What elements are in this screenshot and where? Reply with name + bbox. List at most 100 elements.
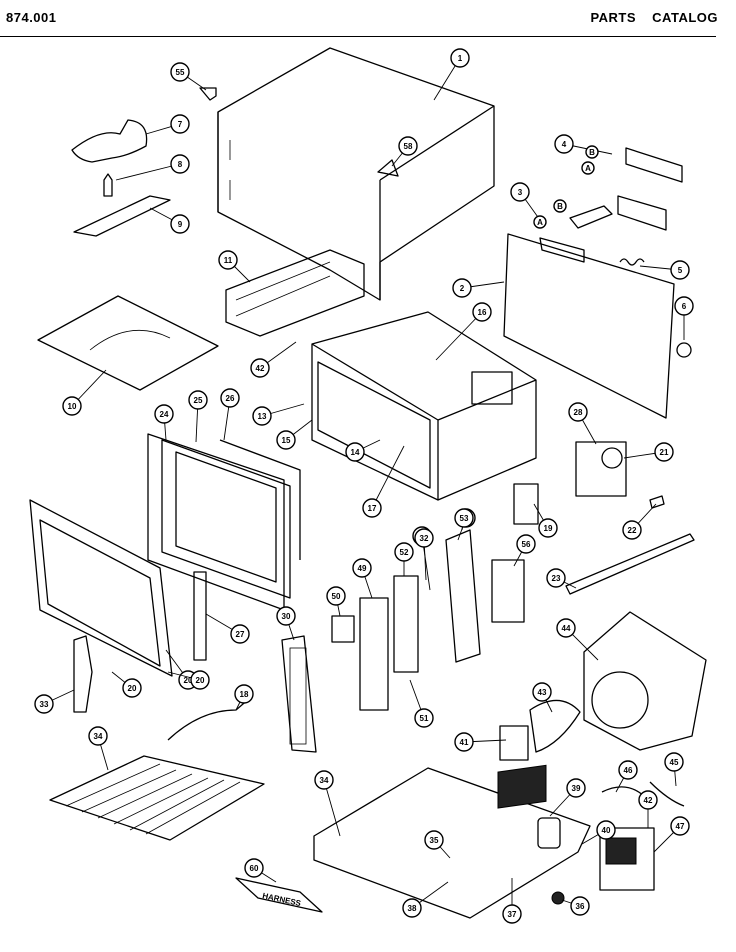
callout-bubble: [532, 682, 552, 702]
callout-32: 32: [414, 528, 434, 581]
callout-60: 60: [244, 858, 277, 883]
air-duct: [225, 249, 365, 337]
callout-49: 49: [352, 558, 373, 599]
door-frame-25: [161, 439, 291, 599]
grill-tray: [49, 755, 265, 841]
callout-number: 50: [332, 592, 341, 601]
callout-number: 10: [68, 402, 77, 411]
back-panel: [503, 233, 675, 419]
callout-leader: [435, 311, 483, 361]
callout-number: 38: [408, 904, 417, 913]
header-rule: [0, 36, 716, 37]
callout-1: 1: [433, 48, 470, 101]
magnetron: [575, 441, 627, 497]
callout-number: 26: [226, 394, 235, 403]
callout-number: 30: [282, 612, 291, 621]
knob-6: [676, 342, 692, 358]
svg-text:B: B: [557, 202, 563, 211]
latch-bracket: [73, 635, 93, 713]
callout-bubble: [452, 278, 472, 298]
callout-number: 17: [368, 504, 377, 513]
callout-bubble: [345, 442, 365, 462]
callout-8: 8: [115, 154, 190, 181]
door-choke-26: [219, 439, 301, 560]
callout-bubble: [34, 694, 54, 714]
callout-16: 16: [435, 302, 492, 361]
callout-bubble: [88, 726, 108, 746]
callout-5: 5: [639, 260, 690, 280]
callout-number: 58: [404, 142, 413, 151]
callout-bubble: [424, 830, 444, 850]
callout-20: 20: [167, 670, 210, 690]
callout-bubble: [664, 752, 684, 772]
callout-number: 23: [552, 574, 561, 583]
callout-bubble: [154, 404, 174, 424]
callout-46: 46: [615, 760, 638, 793]
callout-38: 38: [402, 881, 449, 918]
callout-33: 33: [34, 689, 75, 714]
callout-bubble: [352, 558, 372, 578]
callout-11: 11: [218, 250, 251, 283]
callout-55: 55: [170, 62, 207, 91]
callout-bubble: [570, 896, 590, 916]
callout-bubble: [170, 114, 190, 134]
callout-15: 15: [276, 419, 313, 450]
callout-bubble: [510, 182, 530, 202]
callout-number: 19: [544, 524, 553, 533]
harness: [235, 877, 323, 913]
callout-bubble: [326, 586, 346, 606]
callout-number: 21: [660, 448, 669, 457]
relay-19: [513, 483, 539, 525]
callout-bubble: [670, 260, 690, 280]
callout-bubble: [170, 214, 190, 234]
callout-number: 53: [460, 514, 469, 523]
callout-3: 3: [510, 182, 541, 221]
callout-bubble: [502, 904, 522, 924]
callout-number: 25: [194, 396, 203, 405]
circuit-board: [491, 559, 525, 623]
sub-label-B: B: [553, 199, 567, 213]
callout-34: 34: [314, 770, 341, 837]
callout-34: 34: [88, 726, 109, 771]
callout-39: 39: [549, 778, 586, 817]
callout-bubble: [472, 302, 492, 322]
callout-bubble: [568, 402, 588, 422]
callout-23: 23: [546, 568, 577, 589]
callout-bubble: [622, 520, 642, 540]
callout-number: 15: [282, 436, 291, 445]
callout-number: 11: [224, 256, 233, 265]
callout-bubble: [596, 820, 616, 840]
callout-number: 44: [562, 624, 571, 633]
callout-number: 20: [128, 684, 137, 693]
callout-number: 39: [572, 784, 581, 793]
callout-bubble: [402, 898, 422, 918]
callout-53: 53: [454, 508, 474, 531]
callout-number: 41: [460, 738, 469, 747]
callout-56: 56: [513, 534, 536, 567]
panel-49: [359, 597, 389, 711]
callout-bubble: [674, 296, 694, 316]
callout-number: 52: [400, 548, 409, 557]
bracket-52: [393, 575, 419, 673]
callout-42: 42: [250, 341, 297, 378]
fan-motor-41: [499, 725, 529, 761]
callout-35: 35: [424, 830, 451, 859]
callout-bubble: [654, 442, 674, 462]
callout-number: 7: [178, 120, 183, 129]
callout-bubble: [362, 498, 382, 518]
base-plate: [313, 767, 591, 919]
callout-number: 8: [178, 160, 183, 169]
callout-bubble: [556, 618, 576, 638]
callout-18: 18: [234, 684, 254, 711]
callout-number: 4: [562, 140, 567, 149]
callout-number: 14: [351, 448, 360, 457]
callout-number: 56: [522, 540, 531, 549]
callout-43: 43: [532, 682, 553, 713]
callout-14: 14: [345, 439, 381, 462]
spring-5: [619, 258, 645, 266]
callout-17: 17: [362, 445, 405, 518]
callout-number: 47: [676, 822, 685, 831]
lamp-socket: [569, 205, 613, 229]
callout-27: 27: [205, 613, 250, 644]
